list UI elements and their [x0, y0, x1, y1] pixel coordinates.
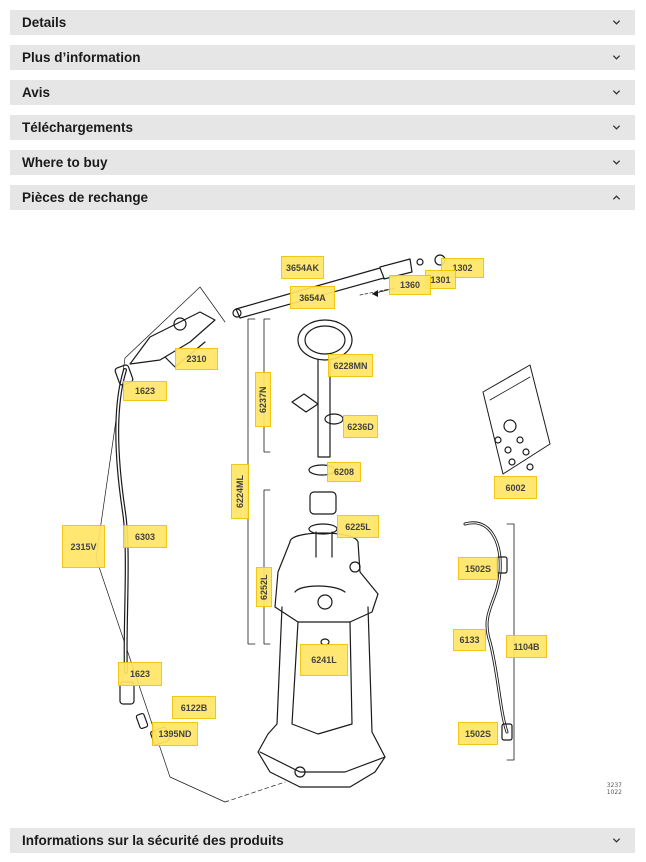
part-label[interactable]: 3654A — [290, 286, 335, 309]
part-label[interactable]: 6241L — [300, 644, 348, 676]
part-label[interactable]: 1623 — [123, 381, 167, 401]
accordion-spare-parts[interactable]: Pièces de rechange — [10, 185, 635, 210]
part-label[interactable]: 1104B — [506, 635, 547, 658]
chevron-down-icon — [612, 123, 621, 132]
diagram-code-line: 3237 — [606, 782, 622, 789]
part-label[interactable]: 1502S — [458, 557, 498, 580]
part-label[interactable]: 6122B — [172, 696, 216, 719]
accordion-label: Plus d’information — [22, 50, 141, 65]
part-label[interactable]: 1623 — [118, 662, 162, 686]
part-label[interactable]: 6002 — [494, 476, 537, 499]
part-label[interactable]: 6208 — [327, 462, 361, 482]
accordion-where-to-buy[interactable]: Where to buy — [10, 150, 635, 175]
chevron-down-icon — [612, 53, 621, 62]
accordion-downloads[interactable]: Téléchargements — [10, 115, 635, 140]
part-label[interactable]: 6303 — [123, 525, 167, 548]
part-label[interactable]: 1395ND — [152, 722, 198, 746]
spare-parts-diagram: 3654AK 3654A 1302 1301 1360 2310 1623 62… — [0, 212, 646, 817]
part-label[interactable]: 6236D — [343, 415, 378, 438]
diagram-code-line: 1022 — [606, 789, 622, 796]
chevron-down-icon — [612, 158, 621, 167]
accordion-reviews[interactable]: Avis — [10, 80, 635, 105]
part-label[interactable]: 6224ML — [231, 464, 249, 519]
part-label[interactable]: 2315V — [62, 525, 105, 568]
accordion-label: Pièces de rechange — [22, 190, 149, 205]
part-label[interactable]: 6252L — [256, 567, 272, 607]
part-label[interactable]: 2310 — [175, 348, 218, 370]
accordion-label: Informations sur la sécurité des produit… — [22, 833, 284, 848]
part-label[interactable]: 1502S — [458, 722, 498, 745]
part-label[interactable]: 6225L — [337, 515, 379, 538]
accordion-details[interactable]: Details — [10, 10, 635, 35]
sprayer-exploded-drawing — [95, 254, 551, 803]
part-label[interactable]: 6237N — [255, 372, 271, 427]
diagram-code: 3237 1022 — [600, 782, 622, 796]
accordion-label: Avis — [22, 85, 51, 100]
accordion-product-safety[interactable]: Informations sur la sécurité des produit… — [10, 828, 635, 853]
chevron-down-icon — [612, 18, 621, 27]
accordion-label: Details — [22, 15, 67, 30]
chevron-up-icon — [612, 193, 621, 202]
part-label[interactable]: 6133 — [453, 629, 486, 651]
accordion-more-info[interactable]: Plus d’information — [10, 45, 635, 70]
part-label[interactable]: 6228MN — [328, 354, 373, 377]
accordion-label: Téléchargements — [22, 120, 134, 135]
accordion-label: Where to buy — [22, 155, 108, 170]
chevron-down-icon — [612, 88, 621, 97]
part-label[interactable]: 1360 — [389, 275, 431, 295]
chevron-down-icon — [612, 836, 621, 845]
part-label[interactable]: 3654AK — [281, 256, 324, 279]
